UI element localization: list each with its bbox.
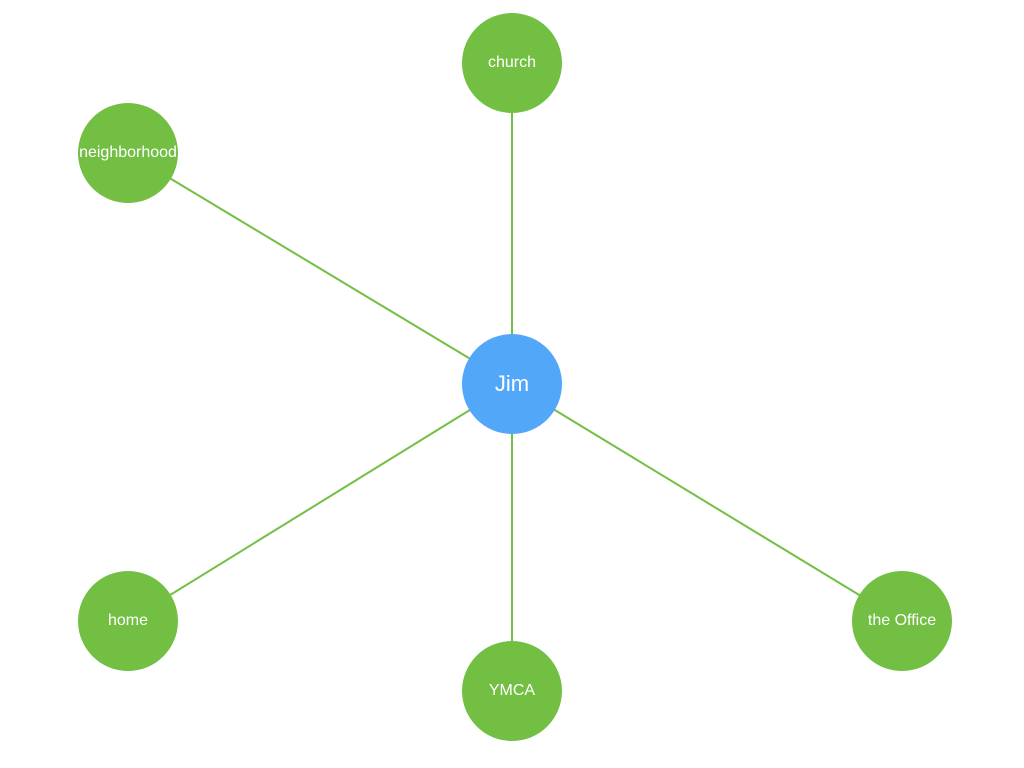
node-jim-label: Jim: [494, 371, 530, 396]
node-office-label: the Office: [867, 612, 937, 629]
node-ymca-label: YMCA: [488, 682, 536, 699]
node-office[interactable]: the Office: [852, 571, 952, 671]
edge-jim-office: [511, 383, 903, 622]
node-church-label: church: [487, 54, 537, 71]
node-jim[interactable]: Jim: [462, 334, 562, 434]
node-home-label: home: [107, 612, 149, 629]
edge-jim-neighborhood: [127, 152, 513, 385]
node-church[interactable]: church: [462, 13, 562, 113]
edge-jim-home: [127, 383, 513, 622]
node-ymca[interactable]: YMCA: [462, 641, 562, 741]
node-home[interactable]: home: [78, 571, 178, 671]
node-neighborhood[interactable]: neighborhood: [78, 103, 178, 203]
node-neighborhood-label: neighborhood: [79, 144, 177, 161]
